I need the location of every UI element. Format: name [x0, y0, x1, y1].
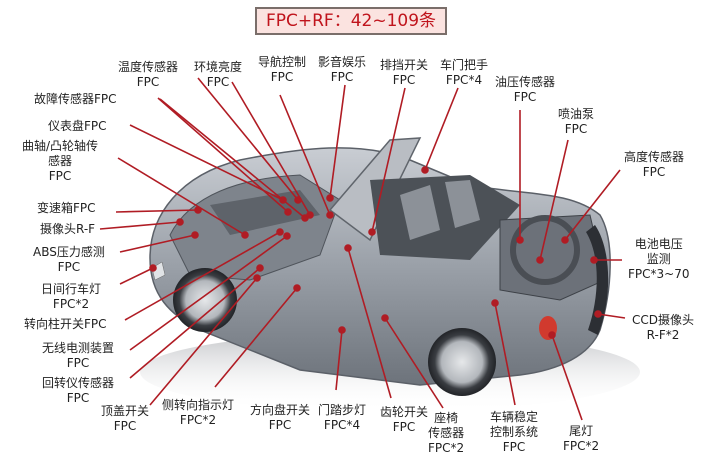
label-text: 控制系统 — [490, 425, 539, 439]
label-text: FPC*2 — [179, 413, 217, 427]
label-text: 车门把手 — [440, 58, 489, 72]
label-text: 故障传感器FPC — [34, 92, 117, 106]
label-text: FPC*3~70 — [628, 267, 690, 281]
label-text: 导航控制 — [258, 55, 307, 69]
label-text: 侧转向指示灯 — [162, 398, 235, 412]
rear-wheel — [428, 328, 496, 396]
label-text: CCD摄像头 — [632, 313, 694, 327]
label-fault-sensor: 故障传感器FPC — [34, 92, 117, 107]
label-text: 喷油泵 — [558, 107, 595, 121]
label-text: 无线电测装置 — [42, 341, 115, 355]
label-text: 传感器 — [428, 426, 465, 440]
label-text: FPC — [330, 70, 354, 84]
title-banner: FPC+RF：42~109条 — [255, 7, 447, 35]
label-text: FPC — [564, 122, 588, 136]
label-text: 排挡开关 — [380, 58, 429, 72]
label-text: 车辆稳定 — [490, 410, 539, 424]
front-wheel — [173, 268, 237, 332]
label-text: 回转仪传感器 — [42, 376, 115, 390]
label-text: 油压传感器 — [495, 75, 556, 89]
label-text: 感器 — [48, 154, 73, 168]
label-text: 转向柱开关FPC — [24, 317, 107, 331]
label-text: 环境亮度 — [194, 60, 243, 74]
leader-lines — [99, 77, 626, 421]
label-text: FPC — [66, 391, 90, 405]
label-text: ABS压力感测 — [33, 245, 105, 259]
label-text: FPC — [66, 356, 90, 370]
label-text: 座椅 — [434, 411, 459, 425]
label-text: FPC — [268, 418, 292, 432]
label-text: FPC — [48, 169, 72, 183]
label-text: FPC — [502, 440, 526, 454]
label-text: 曲轴/凸轮轴传 — [22, 139, 99, 153]
label-text: FPC — [392, 73, 416, 87]
label-text: 监测 — [646, 252, 671, 266]
label-text: FPC — [57, 260, 81, 274]
label-text: 顶盖开关 — [101, 404, 150, 418]
label-text: 变速箱FPC — [37, 201, 96, 215]
label-text: FPC — [136, 75, 160, 89]
label-text: 高度传感器 — [624, 150, 685, 164]
label-text: 方向盘开关 — [250, 403, 311, 417]
label-text: 日间行车灯 — [41, 282, 102, 296]
label-text: 摄像头R-F — [40, 222, 96, 236]
label-steering-column-switch: 转向柱开关FPC — [24, 317, 107, 332]
label-text: 尾灯 — [569, 424, 594, 438]
label-text: FPC*2 — [428, 441, 465, 455]
label-transmission: 变速箱FPC — [37, 201, 96, 216]
label-text: FPC*2 — [52, 297, 90, 311]
label-text: FPC — [113, 419, 137, 433]
label-text: 门踏步灯 — [318, 403, 367, 417]
label-text: FPC — [513, 90, 537, 104]
label-text: FPC*4 — [445, 73, 483, 87]
label-text: FPC — [206, 75, 230, 89]
label-text: FPC — [270, 70, 294, 84]
label-text: 仪表盘FPC — [48, 119, 107, 133]
label-text: 齿轮开关 — [380, 405, 429, 419]
label-text: FPC*2 — [563, 439, 600, 453]
label-text: FPC — [392, 420, 416, 434]
label-text: FPC — [642, 165, 666, 179]
label-instrument-panel: 仪表盘FPC — [48, 119, 107, 134]
label-camera-rf: 摄像头R-F — [40, 222, 95, 237]
label-text: 温度传感器 — [118, 60, 179, 74]
label-text: 电池电压 — [634, 237, 683, 251]
label-text: R-F*2 — [646, 328, 680, 342]
label-text: FPC*4 — [323, 418, 361, 432]
label-text: 影音娱乐 — [318, 55, 367, 69]
